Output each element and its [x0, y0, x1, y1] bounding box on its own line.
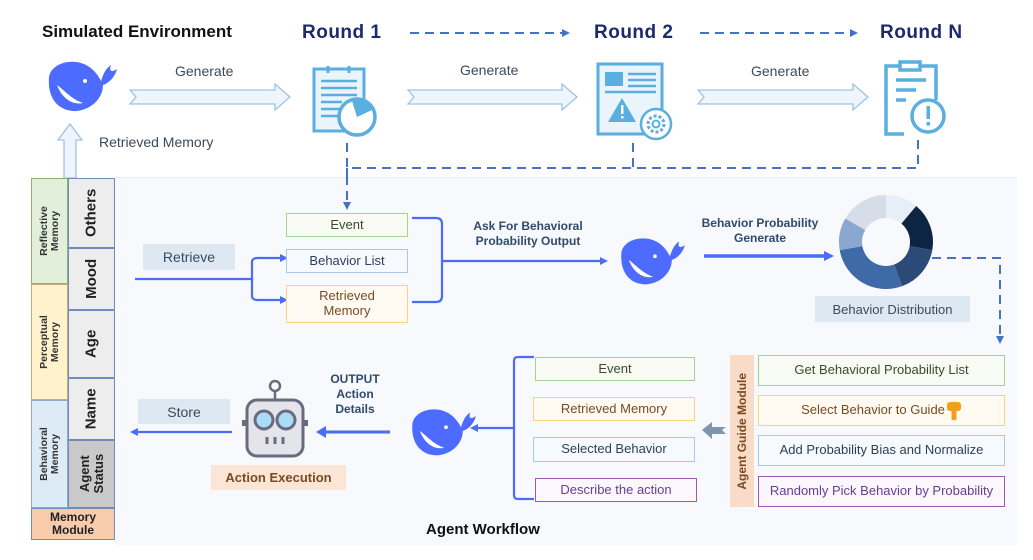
llm-whale-icon	[621, 238, 685, 285]
retrieved-memory-up-arrow	[56, 122, 84, 179]
donut-segment	[894, 246, 933, 287]
store-label: Store	[138, 399, 230, 424]
generate-label-1: Generate	[175, 63, 234, 79]
action-input-retrieved-memory-box[interactable]: Retrieved Memory	[533, 397, 695, 421]
guide-step-select-behavior[interactable]: Select Behavior to Guide	[758, 395, 1005, 426]
deepseek-whale-icon	[48, 61, 118, 112]
memory-item-others[interactable]: Others	[68, 178, 115, 248]
donut-segment	[901, 205, 933, 251]
donut-segment	[886, 195, 917, 224]
action-input-describe-action-box[interactable]: Describe the action	[535, 478, 697, 502]
donut-segment	[839, 218, 866, 251]
round-1-title: Round 1	[302, 22, 382, 43]
round-n-document-alert-icon	[884, 60, 946, 136]
agent-guide-module-label: Agent Guide Module	[730, 355, 754, 507]
generate-label-2: Generate	[460, 62, 519, 78]
guide-step-random-pick[interactable]: Randomly Pick Behavior by Probability	[758, 476, 1005, 507]
donut-segment	[839, 246, 903, 289]
reflective-memory-group: Reflective Memory	[31, 178, 68, 284]
arrowhead	[850, 29, 858, 37]
robot-icon	[242, 379, 308, 458]
memory-item-name[interactable]: Name	[68, 378, 115, 440]
ask-probability-label: Ask For Behavioral Probability Output	[473, 219, 583, 248]
agent-workflow-title: Agent Workflow	[426, 521, 540, 538]
retrieve-label: Retrieve	[143, 244, 235, 270]
memory-item-age[interactable]: Age	[68, 310, 115, 378]
generate-arrow-3	[696, 82, 869, 112]
memory-item-mood[interactable]: Mood	[68, 248, 115, 310]
simulated-environment-title: Simulated Environment	[42, 22, 232, 41]
donut-segment	[845, 195, 886, 230]
generate-arrow-1	[128, 82, 291, 112]
action-execution-label: Action Execution	[211, 465, 346, 490]
behavior-distribution-donut-icon	[839, 195, 933, 289]
action-whale-icon	[412, 409, 476, 456]
guide-to-action-arrow	[702, 422, 726, 439]
output-action-details-label: OUTPUT Action Details	[330, 372, 380, 416]
key-icon	[946, 401, 961, 420]
round-1-document-clock-icon	[312, 66, 377, 137]
round-2-title: Round 2	[594, 22, 674, 43]
action-input-selected-behavior-box[interactable]: Selected Behavior	[533, 437, 695, 462]
memory-module-title: Memory Module	[31, 508, 115, 540]
behavioral-memory-group: Behavioral Memory	[31, 400, 68, 508]
generate-label-3: Generate	[751, 63, 810, 79]
action-input-event-box[interactable]: Event	[535, 357, 695, 381]
retrieved-memory-label: Retrieved Memory	[99, 134, 214, 150]
round-2-document-warning-icon	[596, 62, 673, 141]
generate-arrow-2	[406, 82, 578, 112]
behavior-distribution-label: Behavior Distribution	[815, 296, 970, 322]
input-event-box[interactable]: Event	[286, 213, 408, 237]
memory-item-agent-status[interactable]: Agent Status	[68, 440, 115, 508]
input-retrieved-memory-box[interactable]: Retrieved Memory	[286, 285, 408, 323]
probability-generate-label: Behavior Probability Generate	[701, 216, 819, 245]
perceptual-memory-group: Perceptual Memory	[31, 284, 68, 400]
guide-step-add-bias-normalize[interactable]: Add Probability Bias and Normalize	[758, 435, 1005, 466]
arrowhead	[562, 29, 570, 37]
guide-step-get-probability-list[interactable]: Get Behavioral Probability List	[758, 355, 1005, 386]
input-behavior-list-box[interactable]: Behavior List	[286, 249, 408, 273]
round-n-title: Round N	[880, 22, 963, 43]
